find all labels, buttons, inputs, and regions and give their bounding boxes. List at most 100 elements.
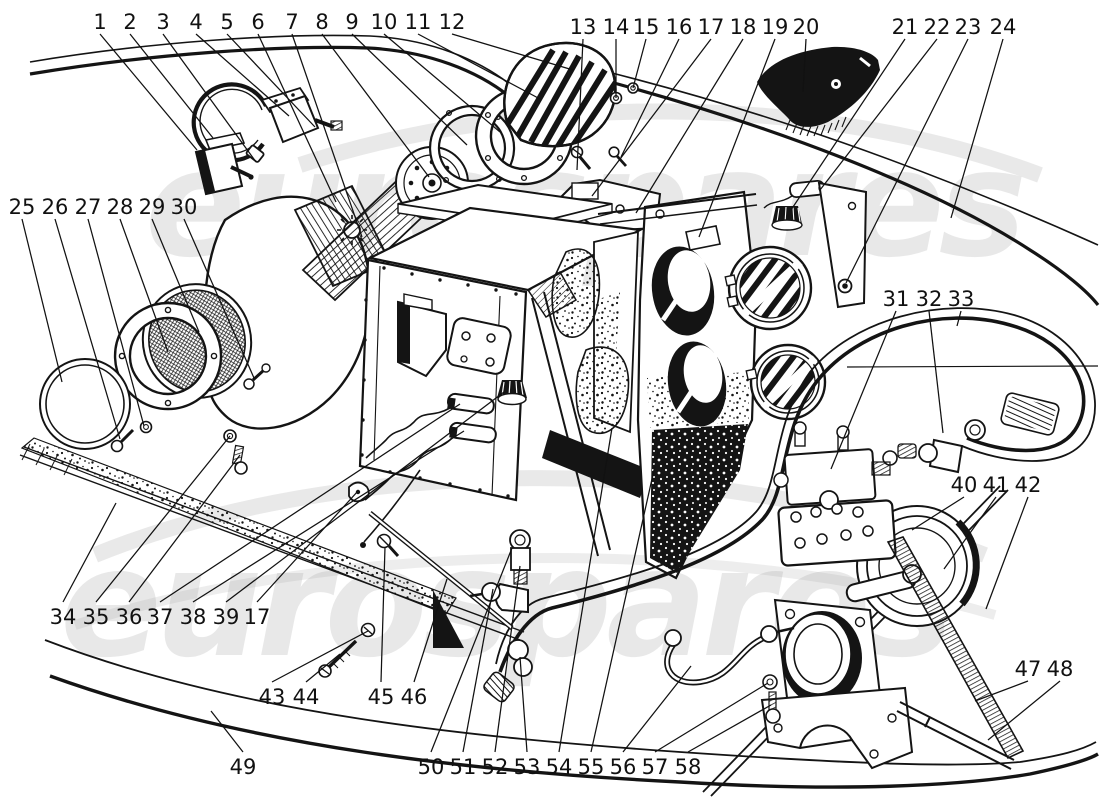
part-number-45: 45 (368, 685, 395, 709)
leader-line-50 (430, 547, 513, 753)
part-number-22: 22 (924, 15, 951, 39)
leader-line-48 (987, 680, 1061, 741)
part-number-30: 30 (171, 195, 198, 219)
leader-line-51 (462, 588, 494, 753)
leader-line-55 (590, 451, 659, 753)
leader-line-12 (451, 33, 574, 71)
leader-line-35 (95, 435, 231, 603)
part-number-27: 27 (75, 195, 102, 219)
part-number-7: 7 (285, 10, 298, 34)
part-number-37: 37 (147, 605, 174, 629)
leader-line-22 (819, 38, 938, 191)
part-number-14: 14 (603, 15, 630, 39)
hose-elbow-fitting (882, 419, 986, 474)
part-number-48: 48 (1047, 657, 1074, 681)
leader-line-27 (87, 218, 145, 427)
part-number-2: 2 (123, 10, 136, 34)
leader-line-39 (225, 391, 505, 603)
part-number-44: 44 (293, 685, 320, 709)
leader-line-23 (845, 38, 969, 284)
part-number-49: 49 (230, 755, 257, 779)
screw-44 (318, 639, 358, 678)
switch-plate (446, 317, 512, 375)
part-number-13: 13 (570, 15, 597, 39)
part-number-15: 15 (633, 15, 660, 39)
part-number-1: 1 (93, 10, 106, 34)
part-number-57: 57 (642, 755, 669, 779)
leader-line-16 (620, 38, 680, 158)
part-number-10: 10 (371, 10, 398, 34)
part-number-4: 4 (189, 10, 202, 34)
part-number-20: 20 (793, 15, 820, 39)
leader-line-18 (635, 38, 744, 214)
leader-line-32 (928, 310, 944, 434)
leader-line-30 (183, 218, 255, 379)
part-number-38: 38 (180, 605, 207, 629)
toggle-switch (194, 132, 254, 196)
thermo-switches-with-wires (360, 392, 497, 548)
part-number-41: 41 (983, 473, 1010, 497)
bolt-30 (243, 363, 271, 390)
part-number-6: 6 (251, 10, 264, 34)
control-knob (497, 380, 527, 406)
leader-line-57 (654, 682, 769, 753)
part-number-32: 32 (916, 287, 943, 311)
part-number-43: 43 (259, 685, 286, 709)
leader-line-28 (119, 218, 169, 353)
part-number-51: 51 (450, 755, 477, 779)
part-number-47: 47 (1015, 657, 1042, 681)
leader-line-8 (321, 33, 430, 178)
leader-line-41 (943, 496, 997, 570)
part-number-26: 26 (42, 195, 69, 219)
leader-line-21 (790, 38, 906, 211)
part-number-18: 18 (730, 15, 757, 39)
filter-gasket-ring (39, 358, 131, 450)
part-number-46: 46 (401, 685, 428, 709)
leader-line-34 (62, 502, 117, 603)
round-vent-lower (745, 343, 827, 421)
leader-line-11 (417, 33, 541, 100)
part-number-31: 31 (883, 287, 910, 311)
console-hole-upper (651, 246, 715, 336)
leader-line-38 (192, 430, 465, 603)
leader-line-7 (291, 33, 363, 238)
part-number-17: 17 (698, 15, 725, 39)
part-number-12: 12 (439, 10, 466, 34)
leader-line-29 (151, 218, 200, 333)
part-number-19: 19 (762, 15, 789, 39)
part-number-28: 28 (107, 195, 134, 219)
part-number-52: 52 (482, 755, 509, 779)
support-bar (896, 701, 1015, 770)
leader-line-6 (257, 33, 337, 203)
leader-line-17 (256, 490, 359, 603)
leader-line-53 (519, 656, 528, 753)
leader-line-3 (162, 33, 257, 163)
leader-line-9 (351, 33, 468, 146)
leader-line-20 (802, 38, 807, 93)
console-hole-lower (667, 341, 727, 427)
leader-line-4 (195, 33, 290, 117)
leader-line-13 (576, 38, 584, 171)
part-number-33: 33 (948, 287, 975, 311)
leader-line-1 (99, 33, 198, 151)
part-number-17: 17 (244, 605, 271, 629)
part-number-36: 36 (116, 605, 143, 629)
sill-trim (20, 437, 464, 648)
cable-loop (191, 82, 268, 163)
part-number-8: 8 (315, 10, 328, 34)
leader-line-26 (54, 218, 121, 440)
leader-line-15 (632, 38, 647, 89)
compressor-valve-block (773, 421, 891, 506)
compressor-assembly (664, 421, 1025, 770)
part-number-53: 53 (514, 755, 541, 779)
bolt-36 (231, 444, 248, 475)
part-number-55: 55 (578, 755, 605, 779)
leader-line-49 (210, 710, 244, 753)
leader-line-46 (413, 578, 448, 683)
leader-line-31 (830, 310, 897, 470)
screw-43 (360, 622, 376, 638)
part-number-16: 16 (666, 15, 693, 39)
foam-seal-lower (575, 346, 630, 434)
